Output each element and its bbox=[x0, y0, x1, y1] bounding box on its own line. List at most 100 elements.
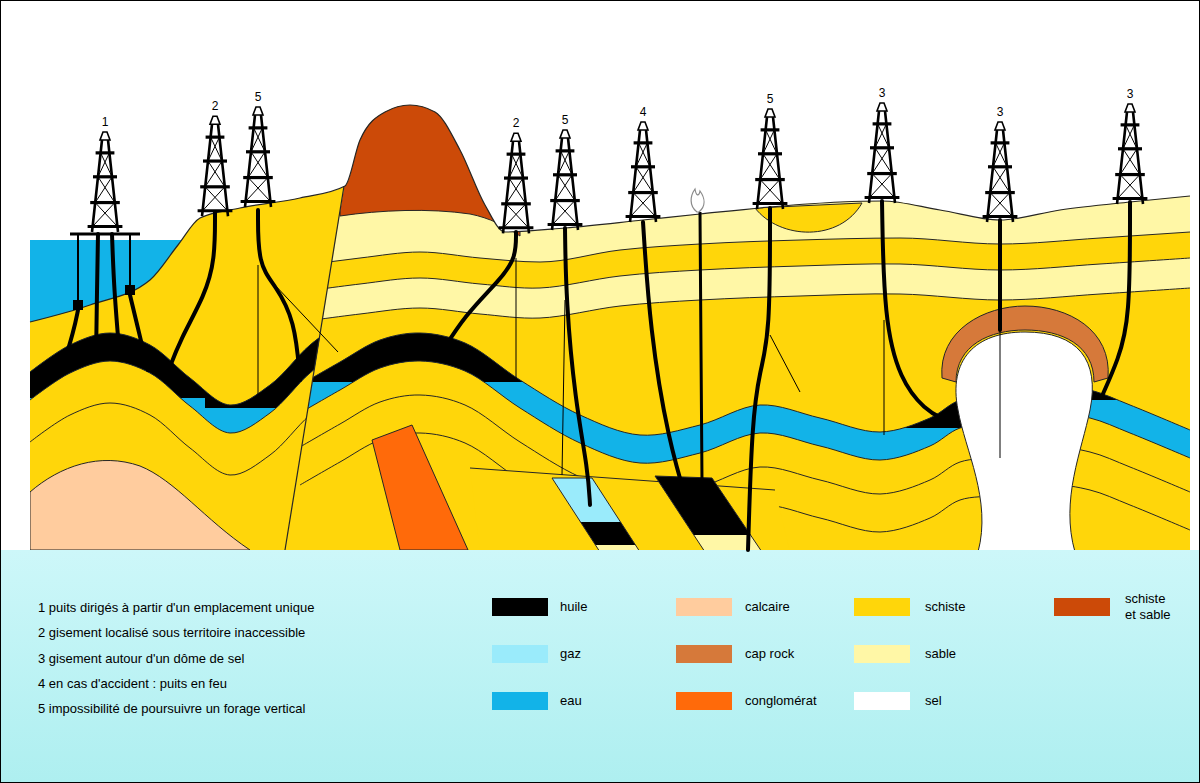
legend-swatch bbox=[676, 692, 732, 710]
note-text: 1 puits dirigés à partir d'un emplacemen… bbox=[38, 600, 314, 615]
layer-line bbox=[30, 390, 345, 475]
shale-sand-dome bbox=[340, 90, 520, 236]
abandoned-bore bbox=[884, 320, 885, 435]
legend-label: sable bbox=[925, 646, 956, 661]
note-slot: 3 gisement autour d'un dôme de sel bbox=[38, 650, 244, 668]
legend-swatch bbox=[676, 645, 732, 663]
well-bore bbox=[168, 212, 215, 372]
callout-number: 3 bbox=[879, 86, 886, 100]
burning-well-bore bbox=[700, 212, 702, 482]
callout-number: 2 bbox=[513, 116, 520, 130]
well-bore bbox=[748, 208, 770, 550]
callout-slot: 5 bbox=[750, 90, 790, 108]
callout-number: 1 bbox=[102, 115, 109, 129]
legend-text-slot: cap rock bbox=[745, 645, 794, 663]
unconformity-line bbox=[470, 468, 775, 490]
callout-slot: 2 bbox=[195, 97, 235, 115]
fault-line bbox=[285, 186, 344, 550]
legend-label: huile bbox=[560, 599, 587, 614]
callout-slot: 2 bbox=[496, 114, 536, 132]
oil-derrick bbox=[626, 122, 661, 222]
callout-number: 5 bbox=[562, 113, 569, 127]
well-bore bbox=[258, 210, 300, 380]
oil-derrick bbox=[198, 116, 233, 216]
abandoned-bore bbox=[562, 300, 565, 475]
bed-outline bbox=[552, 478, 640, 552]
well-bore bbox=[565, 228, 590, 505]
legend-swatch bbox=[854, 598, 910, 616]
legend-text-slot: calcaire bbox=[745, 598, 790, 616]
well-bore bbox=[1102, 202, 1130, 396]
legend-label: cap rock bbox=[745, 646, 794, 661]
callout-slot: 3 bbox=[862, 84, 902, 102]
legend-text-slot: schiste bbox=[925, 598, 965, 616]
callout-number: 5 bbox=[767, 92, 774, 106]
callout-number: 3 bbox=[1127, 87, 1134, 101]
flame bbox=[691, 189, 704, 212]
layer-line bbox=[285, 232, 1190, 268]
legend-label: conglomérat bbox=[745, 693, 817, 708]
note-text: 4 en cas d'accident : puits en feu bbox=[38, 676, 227, 691]
well-bore bbox=[130, 295, 148, 370]
callout-number: 5 bbox=[255, 90, 262, 104]
callout-slot: 3 bbox=[980, 103, 1020, 121]
note-slot: 5 impossibilité de poursuivre un forage … bbox=[38, 700, 305, 718]
tilted-block bbox=[470, 468, 790, 552]
oil-derrick bbox=[241, 107, 276, 207]
legend-text-slot: sel bbox=[925, 692, 942, 710]
oil-derrick bbox=[548, 130, 583, 230]
legend-label: schiste bbox=[925, 599, 965, 614]
legend-text-slot: huile bbox=[560, 598, 587, 616]
note-slot: 2 gisement localisé sous territoire inac… bbox=[38, 624, 305, 642]
abandoned-bore bbox=[1000, 330, 1001, 458]
bed-outline bbox=[655, 476, 762, 552]
legend-swatch bbox=[492, 598, 548, 616]
well-bore bbox=[96, 234, 98, 360]
legend-label: sel bbox=[925, 693, 942, 708]
sand-layer bbox=[285, 90, 1190, 268]
legend-text-slot: eau bbox=[560, 692, 582, 710]
callout-slot: 1 bbox=[85, 113, 125, 131]
well-bore bbox=[62, 310, 78, 370]
offshore-platform bbox=[70, 234, 140, 310]
note-text: 3 gisement autour d'un dôme de sel bbox=[38, 651, 244, 666]
legend-label: calcaire bbox=[745, 599, 790, 614]
oil-derrick bbox=[499, 133, 534, 233]
legend-swatch bbox=[492, 692, 548, 710]
right-block bbox=[285, 90, 1190, 552]
wells bbox=[62, 201, 1130, 550]
legend-text-slot: schiste et sable bbox=[1125, 591, 1175, 623]
note-slot: 4 en cas d'accident : puits en feu bbox=[38, 675, 227, 693]
callout-number: 2 bbox=[212, 99, 219, 113]
abandoned-bore bbox=[258, 265, 259, 400]
abandoned-bore bbox=[770, 335, 800, 392]
layer-line bbox=[285, 258, 1190, 294]
well-bore bbox=[440, 232, 516, 355]
abandoned-bore bbox=[516, 258, 517, 378]
legend-swatch bbox=[492, 645, 548, 663]
well-bore bbox=[998, 220, 1002, 330]
legend-text-slot: gaz bbox=[560, 645, 581, 663]
legend-label: eau bbox=[560, 693, 582, 708]
legend-swatch bbox=[676, 598, 732, 616]
well-bore bbox=[882, 201, 945, 420]
oil-bed bbox=[655, 476, 762, 535]
oil-bed bbox=[552, 522, 640, 545]
callout-slot: 4 bbox=[623, 103, 663, 121]
legend-swatch bbox=[1054, 598, 1110, 616]
sand-bed bbox=[655, 476, 762, 552]
legend-swatch bbox=[854, 692, 910, 710]
callout-number: 3 bbox=[997, 105, 1004, 119]
legend-label: schiste et sable bbox=[1125, 591, 1175, 623]
gas-bed bbox=[552, 478, 640, 522]
oil-derrick bbox=[1113, 104, 1148, 204]
conglomerate-layer bbox=[372, 425, 468, 550]
callout-slot: 5 bbox=[545, 111, 585, 129]
abandoned-bore bbox=[272, 282, 338, 352]
legend-swatch bbox=[854, 645, 910, 663]
sand-bed bbox=[552, 478, 640, 552]
limestone-layer bbox=[30, 460, 250, 550]
oil-derrick bbox=[865, 103, 900, 203]
legend-text-slot: sable bbox=[925, 645, 956, 663]
